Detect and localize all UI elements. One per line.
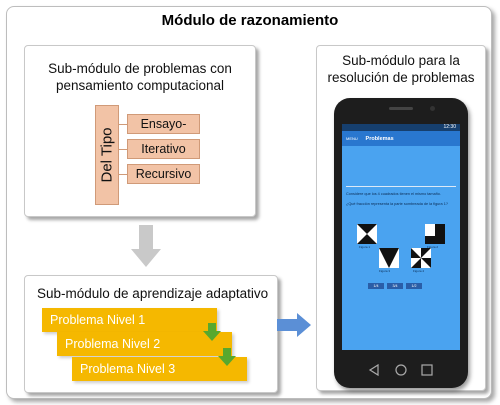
adaptive-panel-title: Sub-módulo de aprendizaje adaptativo — [37, 286, 269, 301]
status-time: 12:30 — [443, 124, 456, 130]
connector-line — [119, 124, 127, 125]
green-down-arrow-icon — [218, 348, 236, 366]
smartphone-illustration: 12:30 MENU Problemas Considere que los 4… — [334, 98, 468, 388]
figure-3-icon — [379, 248, 399, 268]
figure-1-icon — [357, 224, 377, 244]
progress-bar — [346, 186, 456, 187]
figure-4-label: Figura 4 — [413, 269, 425, 273]
level-3-box: Problema Nivel 3 — [72, 357, 247, 381]
figure-3-label: Figura 3 — [379, 269, 391, 273]
del-tipo-label: Del Tipo — [98, 127, 116, 183]
computational-panel-title: Sub-módulo de problemas con pensamiento … — [25, 60, 255, 94]
figure-1-label: Figura 1 — [359, 245, 371, 249]
resolution-title-line1: Sub-módulo para la — [342, 53, 460, 68]
level-2-box: Problema Nivel 2 — [57, 332, 232, 356]
type-recursivo: Recursivo — [127, 164, 200, 184]
figure-2-label: Figura 2 — [427, 245, 439, 249]
answer-option-2[interactable]: 3/4 — [387, 283, 403, 289]
connector-line — [119, 174, 127, 175]
right-arrow-icon — [277, 313, 311, 337]
type-ensayo-error: Ensayo-error — [127, 114, 200, 149]
app-title: Problemas — [365, 136, 394, 142]
down-arrow-icon — [131, 225, 161, 267]
connector-line — [119, 149, 127, 150]
phone-content: Considere que los 4 cuadrados tienen el … — [346, 152, 456, 207]
answer-option-3[interactable]: 1/2 — [406, 283, 422, 289]
green-down-arrow-icon — [203, 323, 221, 341]
answer-option-1[interactable]: 1/4 — [368, 283, 384, 289]
figure-4-icon — [411, 248, 431, 268]
phone-speaker — [389, 107, 413, 110]
phone-status-bar: 12:30 — [342, 124, 460, 131]
question-line-2: ¿Qué fracción representa la parte sombre… — [346, 202, 448, 206]
question-line-1: Considere que los 4 cuadrados tienen el … — [346, 192, 441, 196]
figure-grid: Figura 1 Figura 2 Figura 3 Figura 4 — [355, 224, 447, 273]
figure-2-icon — [425, 224, 445, 244]
phone-camera-icon — [430, 106, 435, 111]
resolution-title-line2: resolución de problemas — [327, 70, 475, 85]
phone-screen: 12:30 MENU Problemas Considere que los 4… — [342, 124, 460, 350]
menu-label: MENU — [346, 136, 358, 141]
computational-title-line2: pensamiento computacional — [55, 78, 225, 93]
phone-nav-bar — [368, 363, 433, 377]
resolution-panel-title: Sub-módulo para la resolución de problem… — [317, 52, 485, 86]
diagram-title: Módulo de razonamiento — [161, 12, 339, 29]
level-1-box: Problema Nivel 1 — [42, 308, 217, 332]
del-tipo-box: Del Tipo — [95, 105, 119, 205]
type-iterativo: Iterativo — [127, 139, 200, 159]
phone-app-bar: MENU Problemas — [342, 131, 460, 146]
computational-title-line1: Sub-módulo de problemas con — [48, 61, 232, 76]
